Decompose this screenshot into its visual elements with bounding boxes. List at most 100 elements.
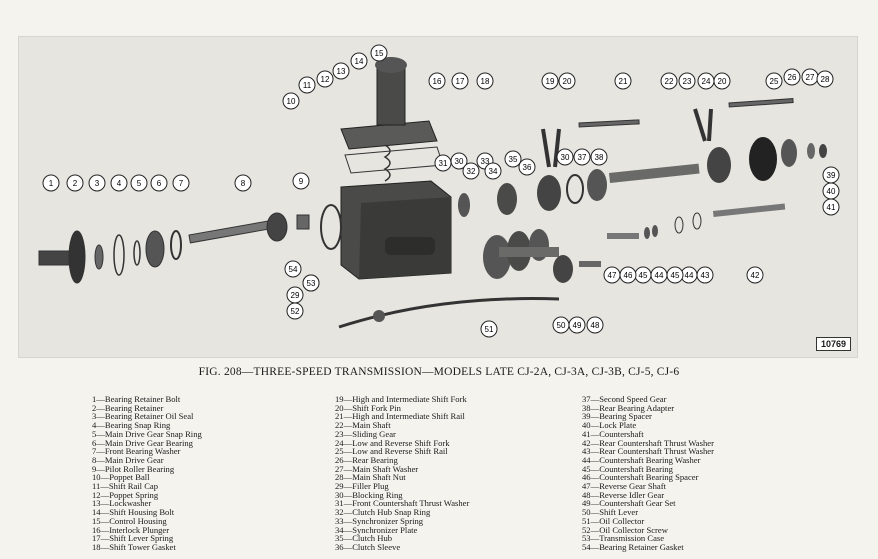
callout-number: 31 xyxy=(439,159,448,168)
callout-circle xyxy=(462,162,480,180)
callout-number: 35 xyxy=(509,155,518,164)
legend-item: 34—Synchronizer Plate xyxy=(335,524,418,535)
callout-number: 44 xyxy=(655,271,664,280)
legend-item: 45—Countershaft Bearing xyxy=(582,463,673,474)
callout-circle xyxy=(480,320,498,338)
callout-number: 37 xyxy=(578,153,587,162)
callout-number: 39 xyxy=(827,171,836,180)
callout-circle xyxy=(518,158,536,176)
legend-item: 50—Shift Lever xyxy=(582,507,639,518)
legend-item: 22—Main Shaft xyxy=(335,420,391,431)
callout-circle xyxy=(614,72,632,90)
callout-number: 7 xyxy=(179,179,184,188)
callout-circle xyxy=(302,274,320,292)
callout-number: 12 xyxy=(321,75,330,84)
legend-item: 41—Countershaft xyxy=(582,428,644,439)
callout-circle xyxy=(603,266,621,284)
legend-item: 18—Shift Tower Gasket xyxy=(92,541,176,552)
legend-item: 35—Clutch Hub xyxy=(335,533,393,544)
legend-item: 30—Blocking Ring xyxy=(335,489,403,500)
legend-item: 32—Clutch Hub Snap Ring xyxy=(335,507,431,518)
legend-item: 53—Transmission Case xyxy=(582,533,665,544)
shift-forks-rails xyxy=(541,98,794,168)
countershaft-assembly xyxy=(483,203,786,283)
callout-number: 9 xyxy=(299,177,304,186)
legend-item: 25—Low and Reverse Shift Rail xyxy=(335,446,448,457)
legend-item: 40—Lock Plate xyxy=(582,420,637,431)
callout-circle xyxy=(660,72,678,90)
shift-lever xyxy=(338,297,560,329)
callout-number: 41 xyxy=(827,203,836,212)
legend-item: 46—Countershaft Bearing Spacer xyxy=(582,472,699,483)
callout-circle xyxy=(541,72,559,90)
callout-number: 17 xyxy=(456,77,465,86)
callout-circle xyxy=(66,174,84,192)
callout-number: 45 xyxy=(671,271,680,280)
legend-item: 23—Sliding Gear xyxy=(335,428,396,439)
legend-item: 8—Main Drive Gear xyxy=(92,454,164,465)
callout-number: 8 xyxy=(241,179,246,188)
callout-number: 46 xyxy=(624,271,633,280)
callout-circle xyxy=(298,76,316,94)
callout-circle xyxy=(234,174,252,192)
legend-item: 12—Poppet Spring xyxy=(92,489,159,500)
legend-item: 21—High and Intermediate Shift Rail xyxy=(335,411,465,422)
callout-number: 1 xyxy=(49,179,54,188)
input-shaft-assembly xyxy=(38,212,310,284)
legend-item: 47—Reverse Gear Shaft xyxy=(582,481,666,492)
callout-circle xyxy=(150,174,168,192)
callout-number: 20 xyxy=(563,77,572,86)
callout-number: 2 xyxy=(73,179,78,188)
callout-number: 20 xyxy=(718,77,727,86)
callout-circle xyxy=(783,68,801,86)
callout-number: 6 xyxy=(157,179,162,188)
callout-number: 49 xyxy=(573,321,582,330)
callout-circle xyxy=(552,316,570,334)
legend-item: 19—High and Intermediate Shift Fork xyxy=(335,394,467,404)
legend-item: 14—Shift Housing Bolt xyxy=(92,507,175,518)
callout-circle xyxy=(556,148,574,166)
callout-number: 5 xyxy=(137,179,142,188)
callout-number: 18 xyxy=(481,77,490,86)
callout-circle xyxy=(476,72,494,90)
callout-number: 33 xyxy=(481,157,490,166)
legend-item: 20—Shift Fork Pin xyxy=(335,402,401,413)
callout-number: 50 xyxy=(557,321,566,330)
callout-number: 47 xyxy=(608,271,617,280)
callout-number: 30 xyxy=(561,153,570,162)
legend-item: 26—Rear Bearing xyxy=(335,454,398,465)
legend-item: 24—Low and Reverse Shift Fork xyxy=(335,437,450,448)
callout-number: 11 xyxy=(303,81,312,90)
callout-number: 48 xyxy=(591,321,600,330)
legend-item: 39—Bearing Spacer xyxy=(582,411,652,422)
legend-item: 11—Shift Rail Cap xyxy=(92,481,159,492)
callout-number: 21 xyxy=(619,77,628,86)
callout-circle xyxy=(292,172,310,190)
callout-circle xyxy=(286,286,304,304)
callout-circle xyxy=(484,162,502,180)
callout-number: 28 xyxy=(821,75,830,84)
callout-number: 23 xyxy=(683,77,692,86)
legend-item: 51—Oil Collector xyxy=(582,515,645,526)
callout-circle xyxy=(713,72,731,90)
legend-item: 2—Bearing Retainer xyxy=(92,402,164,413)
callout-number: 24 xyxy=(702,77,711,86)
callout-number: 4 xyxy=(117,179,122,188)
callout-circle xyxy=(350,52,368,70)
callout-number: 13 xyxy=(337,67,346,76)
callout-number: 38 xyxy=(595,153,604,162)
callout-number: 22 xyxy=(665,77,674,86)
callout-circle xyxy=(573,148,591,166)
legend-item: 6—Main Drive Gear Bearing xyxy=(92,437,193,448)
callout-number: 54 xyxy=(289,265,298,274)
callout-number: 19 xyxy=(546,77,555,86)
legend-item: 1—Bearing Retainer Bolt xyxy=(92,394,181,404)
callout-number: 34 xyxy=(489,167,498,176)
callout-number: 14 xyxy=(355,57,364,66)
legend-item: 54—Bearing Retainer Gasket xyxy=(582,541,684,552)
legend-item: 49—Countershaft Gear Set xyxy=(582,498,676,509)
legend-item: 33—Synchronizer Spring xyxy=(335,515,424,526)
